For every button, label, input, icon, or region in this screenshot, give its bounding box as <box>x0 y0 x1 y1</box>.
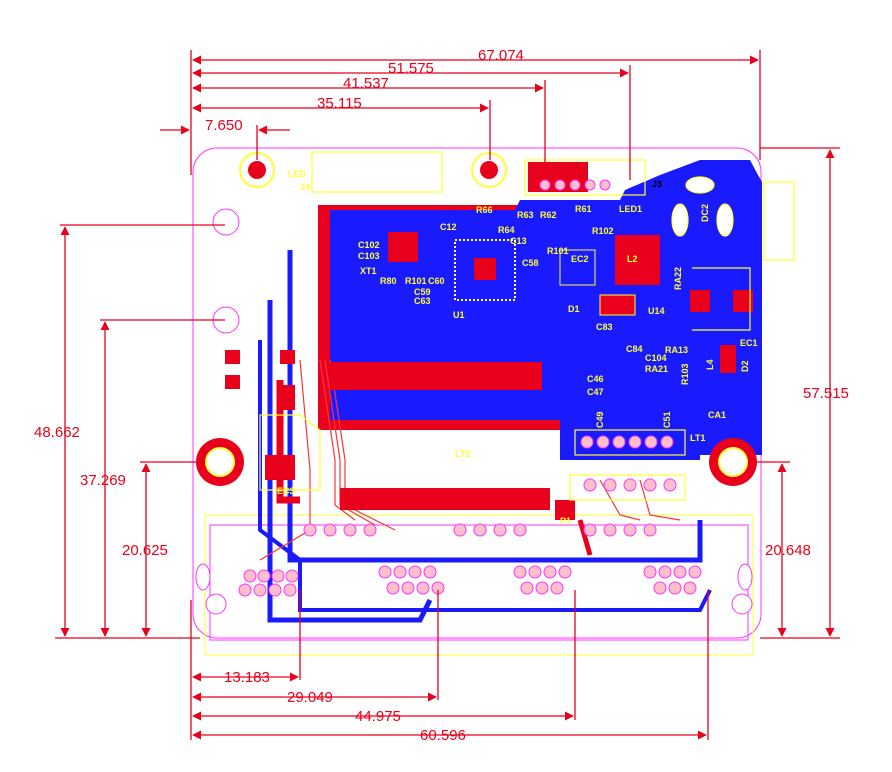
label-ec2: EC2 <box>571 254 589 264</box>
label-r80: R80 <box>380 276 397 286</box>
label-r64: R64 <box>498 225 515 235</box>
label-led1: LED1 <box>619 204 642 214</box>
dim-20648: 20.648 <box>765 542 811 559</box>
label-ec1: EC1 <box>740 338 758 348</box>
label-r102: R102 <box>592 226 614 236</box>
label-r63: R63 <box>517 210 534 220</box>
dim-57515: 57.515 <box>803 385 849 402</box>
power-components <box>225 162 753 480</box>
label-ca1: CA1 <box>708 410 726 420</box>
label-ra21: RA21 <box>645 364 668 374</box>
label-ra13: RA13 <box>665 345 688 355</box>
label-xt1: XT1 <box>360 266 377 276</box>
mounting-holes <box>195 152 757 615</box>
dim-67074: 67.074 <box>478 47 524 64</box>
label-c58: C58 <box>522 258 539 268</box>
dim-51575: 51.575 <box>388 60 434 77</box>
connector-pads <box>238 179 702 597</box>
dim-29049: 29.049 <box>287 689 333 706</box>
dim-37269: 37.269 <box>80 472 126 489</box>
fpc-pads <box>330 362 575 520</box>
label-r61: R61 <box>575 204 592 214</box>
label-c83: C83 <box>596 322 613 332</box>
dim-35115: 35.115 <box>317 95 362 112</box>
label-r101: R101 <box>405 276 427 286</box>
dim-7650: 7.650 <box>205 117 243 134</box>
dim-41537: 41.537 <box>343 75 389 92</box>
label-c63: C63 <box>414 296 431 306</box>
label-c84: C84 <box>626 344 643 354</box>
label-led: LED <box>288 169 307 179</box>
label-c46: C46 <box>587 374 604 384</box>
qfp-chip-u1 <box>454 239 516 301</box>
label-r62: R62 <box>540 210 557 220</box>
silkscreen-outlines <box>259 151 795 501</box>
label-c49: C49 <box>595 411 605 428</box>
label-c103: C103 <box>358 251 380 261</box>
label-d2: D2 <box>740 360 750 372</box>
label-c104: C104 <box>645 353 667 363</box>
dimension-lines <box>55 50 840 740</box>
label-r103: R103 <box>680 363 690 385</box>
label-j3: J3 <box>652 179 662 189</box>
label-ra22: RA22 <box>673 267 683 290</box>
label-r101b: R101 <box>547 246 569 256</box>
label-c102: C102 <box>358 240 380 250</box>
label-c59: C59 <box>414 287 431 297</box>
label-j4: J4 <box>300 182 310 192</box>
label-c47: C47 <box>587 387 604 397</box>
label-c12: C12 <box>440 222 457 232</box>
reference-designators: J3 DC2 LED1 R61 R102 R63 R62 R64 R66 C12… <box>277 169 758 526</box>
label-d1: D1 <box>568 304 580 314</box>
dim-48662: 48.662 <box>34 424 80 441</box>
label-dc2: DC2 <box>700 204 710 222</box>
label-p1: P1 <box>560 516 571 526</box>
label-c13: C13 <box>510 236 527 246</box>
dimension-values: 67.074 51.575 41.537 35.115 7.650 48.662… <box>34 47 849 744</box>
label-c60: C60 <box>428 276 445 286</box>
dim-44975: 44.975 <box>355 708 401 725</box>
dim-13183: 13.183 <box>224 669 270 686</box>
label-u1: U1 <box>453 310 465 320</box>
label-r66: R66 <box>476 205 493 215</box>
label-ec3: EC3 <box>277 486 295 496</box>
label-l2: L2 <box>627 254 638 264</box>
label-lt2: LT2 <box>455 449 470 459</box>
label-l4: L4 <box>705 359 715 370</box>
label-c51: C51 <box>662 411 672 428</box>
dim-60596: 60.596 <box>420 727 466 744</box>
label-u14: U14 <box>648 306 665 316</box>
label-lt1: LT1 <box>690 433 705 443</box>
dim-20625: 20.625 <box>122 542 168 559</box>
